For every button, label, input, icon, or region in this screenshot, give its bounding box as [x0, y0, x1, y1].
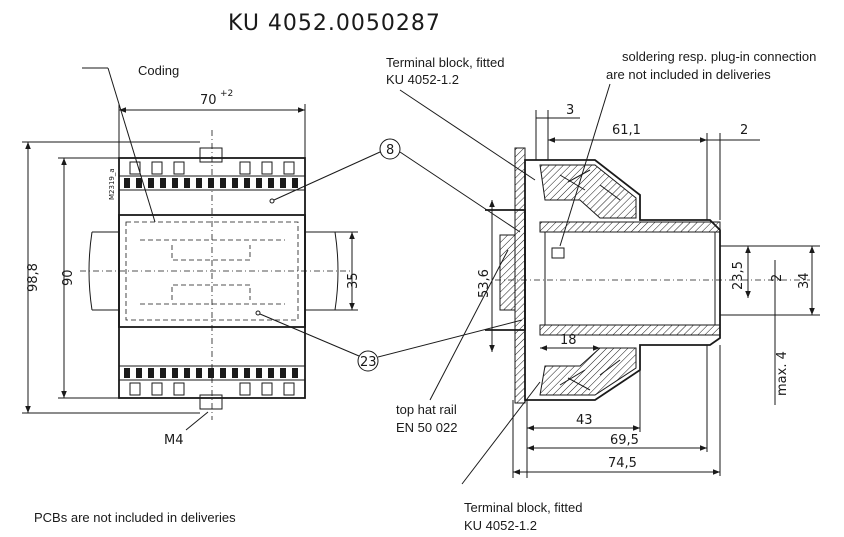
d74-label: 74,5	[608, 456, 637, 471]
drawing-title: KU 4052.0050287	[228, 11, 441, 36]
terminal-bottom-label-line2: KU 4052-1.2	[464, 518, 537, 533]
callout23-point-front	[255, 310, 261, 316]
callout8-point-front	[269, 198, 275, 204]
terminal-top-label-line2: KU 4052-1.2	[386, 72, 459, 87]
part-marking: M2319_a	[108, 168, 116, 200]
m4-leader	[185, 411, 209, 431]
callout-8-leader-left	[273, 151, 381, 201]
d61-label: 61,1	[612, 123, 641, 138]
sleeve-bore	[544, 231, 716, 326]
height98-label: 98,8	[26, 263, 41, 292]
sleeve-top-wall	[539, 221, 721, 233]
terminal-top-leader	[399, 89, 536, 181]
terminal-bottom-leader	[461, 381, 541, 485]
coding-leader	[107, 67, 156, 223]
rail-label-line2: EN 50 022	[396, 420, 457, 435]
d18-label: 18	[560, 333, 577, 348]
max4-label: max. 4	[775, 351, 790, 396]
solder-note-line1: soldering resp. plug-in connection	[622, 49, 816, 64]
bottom-connector-detail	[559, 359, 621, 391]
d23-label: 23,5	[731, 261, 746, 290]
d2mid-label: 2	[770, 274, 785, 282]
solder-note-line2: are not included in deliveries	[606, 67, 771, 82]
height90-label: 90	[61, 269, 76, 286]
terminal-top-label-line1: Terminal block, fitted	[386, 55, 505, 70]
din-rail	[88, 231, 339, 311]
bottom-connector-block	[539, 347, 637, 396]
side-rail-section	[499, 234, 516, 311]
d69-label: 69,5	[610, 433, 639, 448]
front-view: Coding 70 +2	[22, 63, 361, 448]
callout-23-label: 23	[360, 355, 377, 370]
callout-23-leader-right	[377, 319, 523, 358]
rail-height-label: 35	[346, 272, 361, 289]
side-view: Terminal block, fitted KU 4052-1.2 solde…	[386, 49, 820, 533]
terminal-bottom-label-line1: Terminal block, fitted	[464, 500, 583, 515]
callout-8-leader-right	[399, 151, 521, 233]
sleeve-square-marker	[551, 247, 565, 259]
top-terminal-row	[118, 147, 306, 191]
callout-8-circle	[379, 138, 401, 160]
d3-label: 3	[566, 103, 574, 118]
top-connector-detail	[559, 169, 621, 201]
width-tolerance-label: +2	[220, 89, 233, 99]
side-base-plate	[514, 147, 526, 404]
d43-label: 43	[576, 413, 593, 428]
d34-label: 34	[797, 272, 812, 289]
top-connector-block	[539, 164, 637, 219]
bottom-terminal-row	[118, 365, 306, 410]
callout-23: 23	[259, 313, 523, 372]
callout-8: 8	[273, 138, 521, 233]
side-housing-outline	[524, 159, 721, 401]
callout-23-circle	[357, 350, 379, 372]
rail-leader	[429, 249, 509, 401]
internal-hidden-features	[140, 239, 285, 305]
d2top-label: 2	[740, 123, 748, 138]
m4-label: M4	[164, 433, 184, 448]
width-dimension-label: 70	[200, 93, 217, 108]
callout-23-leader-left	[259, 313, 360, 357]
rail-label-line1: top hat rail	[396, 402, 457, 417]
callout-8-label: 8	[386, 143, 394, 158]
d53-label: 53,6	[477, 269, 492, 298]
coding-label: Coding	[138, 63, 179, 78]
pcb-note: PCBs are not included in deliveries	[34, 510, 236, 525]
